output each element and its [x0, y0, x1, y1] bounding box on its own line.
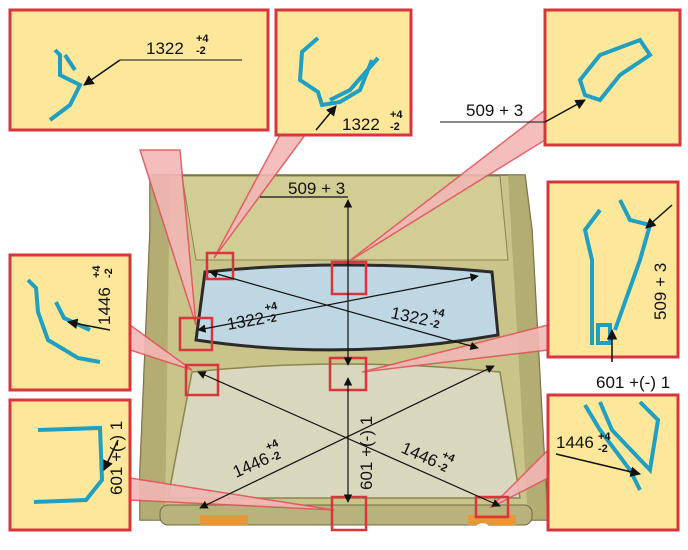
dimension-lines: [197, 196, 501, 509]
svg-text:1322: 1322: [146, 39, 184, 58]
svg-text:509 + 3: 509 + 3: [466, 101, 523, 120]
tail-lamp-left: [200, 515, 248, 525]
trunk-lid: [167, 363, 521, 499]
svg-text:+4: +4: [598, 431, 611, 443]
label-roof-width: 509 + 3: [288, 179, 345, 198]
rear-window-glass: [194, 263, 500, 352]
svg-text:509 + 3: 509 + 3: [651, 263, 670, 320]
svg-text:+4: +4: [440, 449, 457, 465]
svg-text:-2: -2: [435, 460, 449, 475]
inset-top-right: 509 + 3: [440, 8, 682, 147]
svg-text:+4: +4: [91, 265, 103, 278]
svg-text:+4: +4: [390, 109, 403, 121]
inset-top-middle: 1322 +4 -2: [274, 8, 413, 137]
svg-text:-2: -2: [269, 450, 283, 465]
svg-text:601 +(-) 1: 601 +(-) 1: [596, 373, 670, 392]
svg-text:+4: +4: [264, 300, 279, 314]
svg-text:-2: -2: [390, 121, 400, 133]
dimension-labels: 509 + 3 1322 +4 -2 1322 +4 -2 1446 +4 -2…: [225, 179, 457, 490]
inset-left-bottom: 601 +(-) 1: [8, 398, 132, 532]
tail-lamp-right: [468, 515, 516, 525]
svg-text:-2: -2: [103, 268, 115, 278]
svg-text:1446: 1446: [556, 433, 594, 452]
svg-text:-2: -2: [429, 318, 441, 332]
inset-right-upper: 509 + 3 601 +(-) 1: [546, 180, 680, 392]
inset-right-bottom: 1446 +4 -2: [546, 393, 680, 532]
label-door-height: 601 +(-) 1: [357, 416, 376, 490]
inset-top-left: 1322 +4 -2: [8, 8, 270, 132]
svg-text:+4: +4: [196, 33, 209, 45]
watermark: Ca: [472, 519, 503, 546]
inset-left-middle: 1446 +4 -2: [8, 253, 132, 392]
svg-text:1446: 1446: [95, 287, 114, 325]
svg-text:601 +(-) 1: 601 +(-) 1: [107, 421, 126, 495]
svg-text:-2: -2: [598, 443, 608, 455]
svg-text:+4: +4: [264, 437, 281, 453]
svg-text:+4: +4: [431, 306, 447, 321]
svg-text:-2: -2: [266, 312, 278, 326]
svg-text:-2: -2: [196, 45, 206, 57]
svg-text:1322: 1322: [342, 115, 380, 134]
